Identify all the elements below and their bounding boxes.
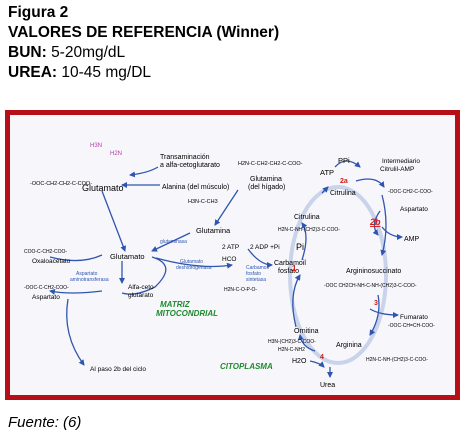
label-hco3: HCO bbox=[222, 256, 236, 263]
label-aspartato-aminotransferasa-1: Aspartato bbox=[76, 271, 98, 277]
label-alfa-ceto-1: Alfa-ceto bbox=[128, 284, 154, 291]
urea-cycle-diagram: Transaminación a alfa-cetoglutarato -OOC… bbox=[24, 143, 435, 389]
formula-argininosuccinato: -OOC CH2CH-NH-C-NH-(CH2)3-C-COO- bbox=[324, 283, 417, 289]
arrow-aspartato-down bbox=[66, 298, 85, 366]
step-4: 4 bbox=[320, 354, 324, 361]
step-2a: 2a bbox=[340, 178, 348, 185]
label-2-atp: 2 ATP bbox=[222, 244, 239, 251]
formula-glutamina-chain: H2N-C-CH2-CH2-C-COO- bbox=[238, 161, 303, 167]
label-matriz: MATRIZ bbox=[160, 300, 191, 309]
arrow-glutamina-to-glutamato bbox=[151, 232, 191, 252]
bun-reference: BUN: 5-20mg/dL bbox=[8, 44, 125, 62]
label-fumarato: Fumarato bbox=[400, 314, 428, 321]
label-aspartato-aminotransferasa-2: aminotransferasa bbox=[70, 277, 109, 283]
formula-arginina: H2N-C-NH-(CH2)3-C-COO- bbox=[366, 357, 428, 363]
label-ornitina: Ornitina bbox=[294, 328, 319, 335]
label-carbamoil-sintetasa-1: Carbamoil bbox=[246, 265, 269, 271]
label-intermediario-2: Citrulil-AMP bbox=[380, 166, 414, 173]
label-amp: AMP bbox=[404, 236, 420, 243]
formula-citrulina: H2N-C-NH-(CH2)3-C-COO- bbox=[278, 227, 340, 233]
label-transaminacion: Transaminación bbox=[160, 154, 210, 161]
urea-label: UREA: bbox=[8, 64, 58, 81]
arrow-glutamato-down bbox=[101, 190, 127, 252]
bun-label: BUN: bbox=[8, 44, 47, 61]
formula-urea: H2N-C-NH2 bbox=[278, 347, 305, 353]
label-glutaminasa: glutaminasa bbox=[160, 239, 187, 245]
label-aspartato-left: Aspartato bbox=[32, 294, 60, 301]
arrow-cycle-right-down bbox=[380, 194, 387, 256]
label-carbamoil-sintetasa-3: sintetasa bbox=[246, 277, 266, 283]
label-glutamina-mid: Glutamina bbox=[196, 226, 231, 235]
label-glutamato-mid: Glutamato bbox=[110, 252, 145, 261]
formula-carbamoil: H2N-C-O-P-O- bbox=[224, 287, 257, 293]
label-oxaloacetato: Oxaloacetato bbox=[32, 258, 71, 265]
label-intermediario-1: Intermediario bbox=[382, 158, 420, 165]
urea-cycle-diagram-frame: Transaminación a alfa-cetoglutarato -OOC… bbox=[5, 110, 460, 400]
step-3: 3 bbox=[374, 300, 378, 307]
arrow-transaminacion bbox=[129, 166, 159, 178]
urea-cycle-ring bbox=[288, 185, 388, 365]
figure-title: Figura 2 bbox=[8, 4, 69, 21]
label-urea: Urea bbox=[320, 382, 335, 389]
arrow-glutamato-alfaceto-loop bbox=[121, 256, 167, 295]
formula-fumarato: -OOC-CH=CH-COO- bbox=[388, 323, 435, 329]
formula-ornitina: H3N-(CH2)3-C-COO- bbox=[268, 339, 316, 345]
figure-source: Fuente: (6) bbox=[8, 414, 82, 431]
label-glutamato-deshidrogenasa-1: Glutamato bbox=[180, 259, 203, 265]
arrow-atp-ppi bbox=[334, 160, 361, 168]
label-al-paso: Al paso 2b del ciclo bbox=[90, 366, 146, 373]
arrow-atp-to-carbamoil bbox=[247, 248, 273, 268]
arrow-aspartato-to-cycle bbox=[372, 210, 381, 236]
label-argininosuccinato: Argininosuccinato bbox=[346, 268, 401, 275]
arrow-citrulina-to-citrulil bbox=[355, 178, 385, 188]
arrow-to-fumarato bbox=[369, 308, 399, 318]
urea-value: 10-45 mg/DL bbox=[61, 64, 152, 81]
diagram-labels: Transaminación a alfa-cetoglutarato -OOC… bbox=[24, 143, 435, 389]
label-ppi: PPi bbox=[338, 156, 350, 165]
formula-h3n-top: H3N bbox=[90, 143, 102, 149]
label-glutamina-higado-1: Glutamina bbox=[250, 176, 282, 183]
step-2b: 2b bbox=[369, 217, 381, 227]
label-carbamoil-sintetasa-2: fosfato bbox=[246, 271, 261, 277]
arrow-ornitina-up bbox=[292, 274, 301, 328]
step-1: 1 bbox=[292, 264, 297, 273]
label-mitocondrial: MITOCONDRIAL bbox=[156, 309, 218, 318]
formula-h2n-top: H2N bbox=[110, 151, 122, 157]
label-atp: ATP bbox=[320, 168, 334, 177]
arrow-glutamina-higado-down bbox=[214, 189, 239, 226]
label-alfa-cetoglutarato: a alfa-cetoglutarato bbox=[160, 162, 220, 169]
formula-aspartato-right: -OOC-CH2-C-COO- bbox=[388, 189, 433, 195]
label-arginina: Arginina bbox=[336, 342, 362, 349]
formula-oxaloacetato: COO-C-CH2-COO- bbox=[24, 249, 67, 255]
arrow-argininosuccinato-down bbox=[369, 294, 380, 336]
label-carbamoil-fosfato-1: Carbamoil bbox=[274, 260, 306, 267]
figure-subtitle: VALORES DE REFERENCIA (Winner) bbox=[8, 24, 280, 41]
formula-alanina: H3N-C-CH3 bbox=[188, 199, 218, 205]
label-glutamato-top: Glutamato bbox=[82, 183, 124, 193]
arrow-h2o bbox=[309, 360, 325, 368]
arrow-glutamato-deshidrogenasa bbox=[155, 257, 233, 269]
arrow-arginina-to-ornitina bbox=[297, 334, 316, 352]
label-carbamoil-fosfato-2: fosfato bbox=[278, 268, 299, 275]
label-alfa-ceto-2: glutarato bbox=[128, 292, 154, 299]
label-aspartato-right: Aspartato bbox=[400, 206, 428, 213]
formula-aspartato-left: -OOC-C-CH2-COO- bbox=[24, 285, 69, 291]
label-2-adp-pi: 2 ADP +Pi bbox=[250, 244, 280, 251]
formula-glutamato-chain: -OOC-CH2-CH2-C-COO- bbox=[30, 181, 92, 187]
label-citrulina-mid: Citrulina bbox=[294, 214, 320, 221]
arrow-citrulina-out bbox=[321, 186, 329, 194]
label-alanina-musculo: Alanina (del músculo) bbox=[162, 184, 229, 191]
arrows bbox=[50, 160, 403, 378]
label-citoplasma: CITOPLASMA bbox=[220, 362, 273, 371]
arrow-oxaloacetato-to-aspartato bbox=[50, 254, 103, 293]
urea-reference: UREA: 10-45 mg/DL bbox=[8, 64, 151, 82]
label-glutamato-deshidrogenasa-2: deshidrogenasa bbox=[176, 265, 212, 271]
bun-value: 5-20mg/dL bbox=[51, 44, 126, 61]
arrow-carbamoil-to-citrulina bbox=[301, 222, 308, 261]
arrow-2b-to-amp bbox=[381, 226, 403, 240]
label-pi: Pi bbox=[296, 242, 304, 252]
label-glutamina-higado-2: (del hígado) bbox=[248, 184, 285, 191]
label-h2o: H2O bbox=[292, 358, 307, 365]
label-citrulina-top: Citrulina bbox=[330, 190, 356, 197]
